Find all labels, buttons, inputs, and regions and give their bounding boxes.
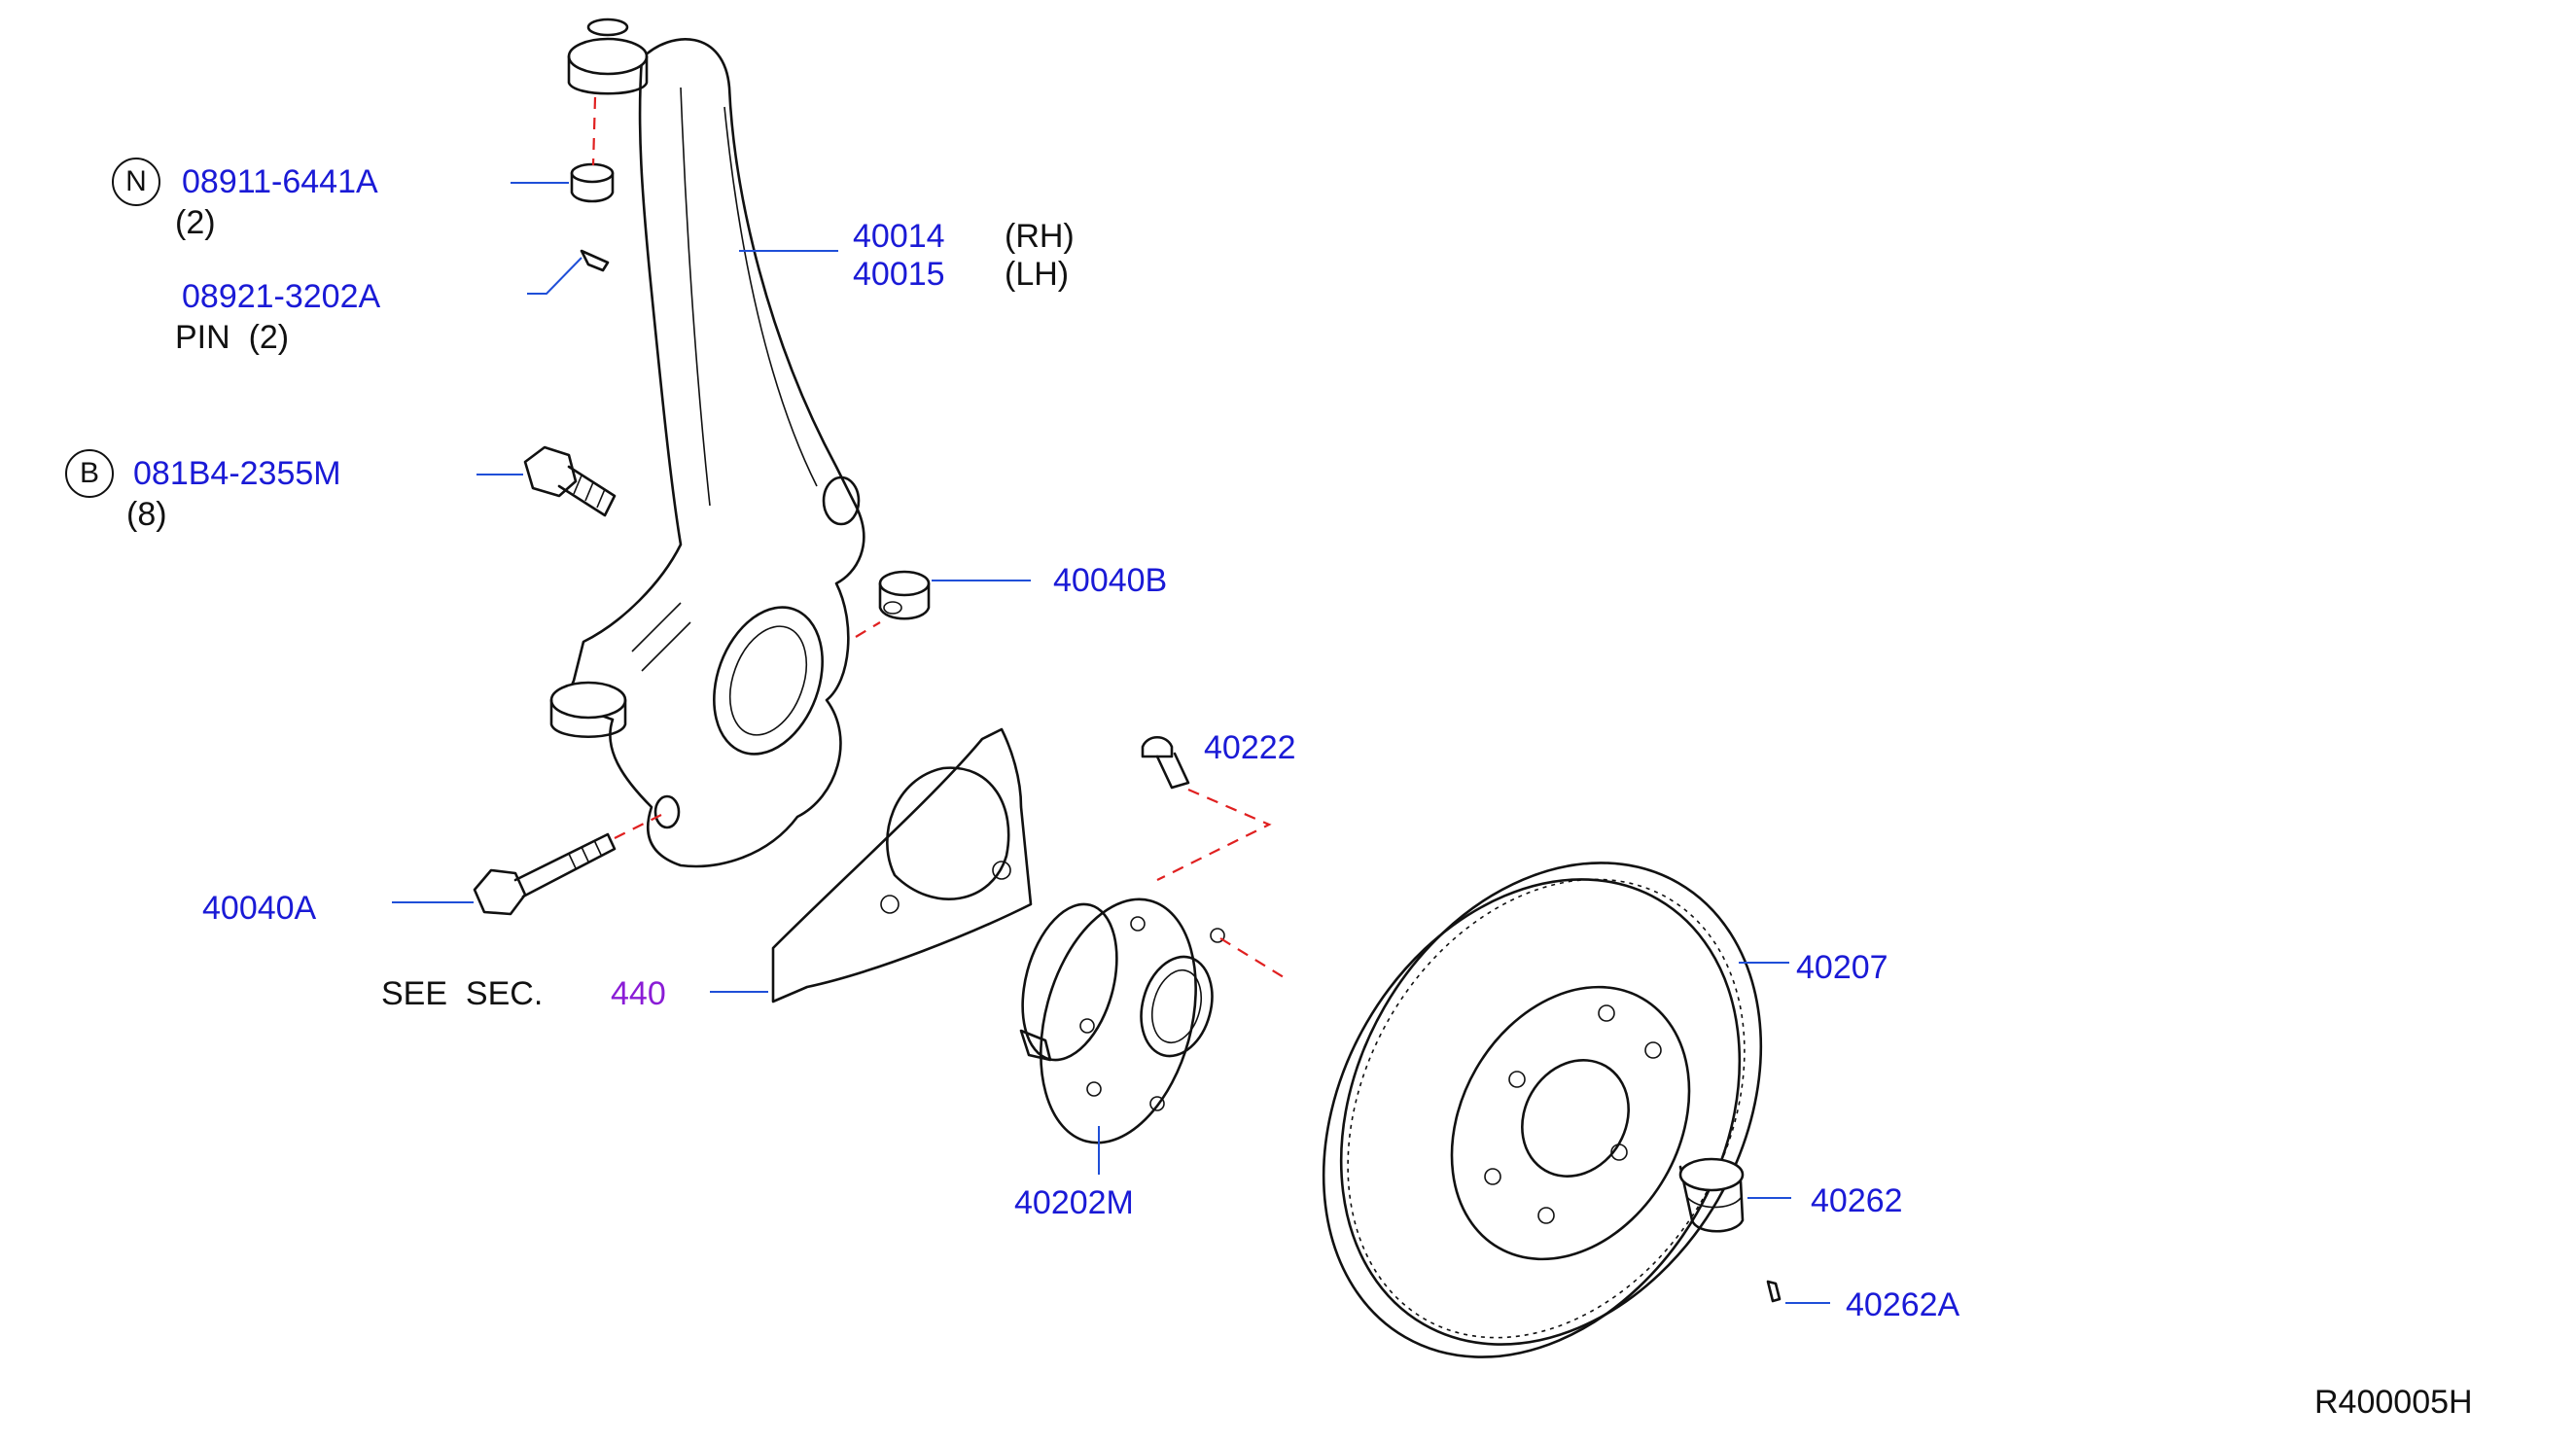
steering-knuckle[interactable] — [570, 38, 865, 868]
side-rh: (RH) — [1005, 218, 1075, 255]
assembly-line-bolt-a — [614, 814, 662, 839]
badge-b: B — [65, 449, 114, 498]
assembly-line-hub — [1219, 937, 1285, 978]
see-section-prefix: SEE SEC. — [381, 975, 544, 1012]
part-no-40262A[interactable]: 40262A — [1846, 1286, 1960, 1323]
assembly-line-hub-bolt — [1156, 788, 1272, 881]
badge-n: N — [112, 158, 160, 206]
assembly-line-bushing — [855, 621, 881, 638]
diagram-ref: R400005H — [2314, 1384, 2473, 1421]
side-lh: (LH) — [1005, 256, 1070, 293]
part-no-40014[interactable]: 40014 — [853, 218, 945, 255]
cotter-pin[interactable] — [580, 249, 610, 272]
hub-cap-40262[interactable] — [1678, 1157, 1745, 1233]
qty-b-bolt: (8) — [126, 496, 167, 533]
bolt-40040A[interactable] — [473, 832, 617, 916]
leader-lines — [392, 182, 1830, 1304]
part-no-40015[interactable]: 40015 — [853, 256, 945, 293]
part-no-40202M[interactable]: 40202M — [1014, 1184, 1134, 1221]
assembly-line-nut — [591, 96, 597, 166]
knuckle-top-boss — [567, 18, 649, 95]
qty-n-nut: (2) — [175, 204, 216, 241]
part-no-081B4-2355M[interactable]: 081B4-2355M — [133, 455, 341, 492]
part-no-40040B[interactable]: 40040B — [1053, 562, 1168, 599]
part-no-40207[interactable]: 40207 — [1796, 949, 1888, 986]
part-no-40040A[interactable]: 40040A — [202, 890, 317, 927]
part-no-40262[interactable]: 40262 — [1811, 1182, 1903, 1219]
knuckle-lower-boss — [549, 681, 627, 738]
brake-rotor-40207[interactable] — [1240, 787, 1845, 1432]
bushing-40040B[interactable] — [878, 570, 931, 620]
cotter-pin-desc: PIN (2) — [175, 319, 290, 356]
part-no-40222[interactable]: 40222 — [1204, 729, 1296, 766]
see-section-number[interactable]: 440 — [611, 975, 666, 1012]
hub-bearing-40202M[interactable] — [1006, 882, 1225, 1160]
part-no-08921-3202A[interactable]: 08921-3202A — [182, 278, 381, 315]
part-no-08911-6441A[interactable]: 08911-6441A — [182, 163, 378, 200]
clip-40262A[interactable] — [1766, 1280, 1782, 1303]
nut-08911-6441A[interactable] — [570, 162, 615, 203]
backing-plate[interactable] — [771, 727, 1033, 1003]
bolt-081B4-2355M[interactable] — [523, 445, 617, 517]
hub-bolt-40222[interactable] — [1141, 735, 1190, 790]
